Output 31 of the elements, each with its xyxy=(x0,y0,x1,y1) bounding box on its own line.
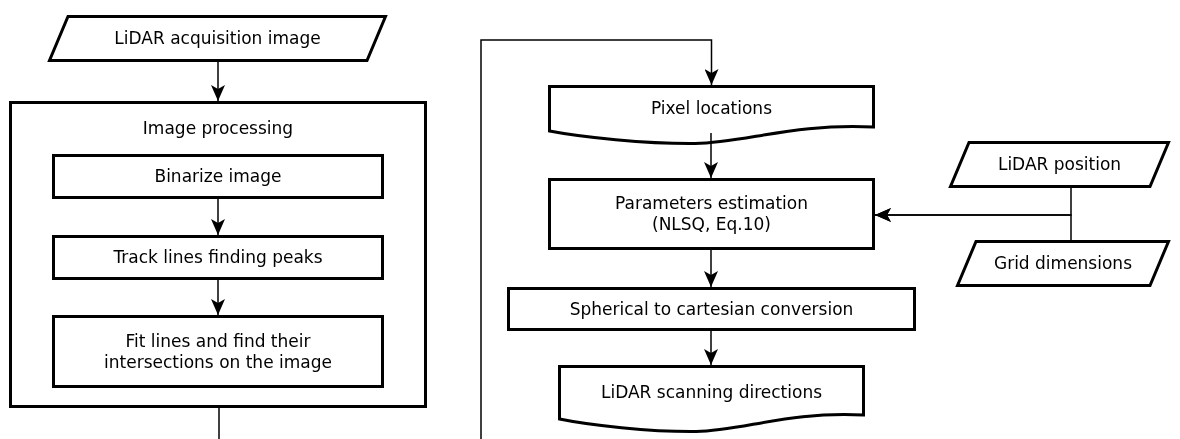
arrow xyxy=(480,39,719,439)
node-label: LiDAR acquisition image xyxy=(114,28,321,49)
document-shape xyxy=(548,85,875,145)
node-label: Spherical to cartesian conversion xyxy=(569,298,854,320)
connector-line xyxy=(218,407,220,439)
input-parallelogram xyxy=(949,141,1170,188)
arrow xyxy=(211,279,225,316)
node-label: Grid dimensions xyxy=(994,253,1132,274)
document-shape xyxy=(558,365,865,433)
arrow xyxy=(874,208,1072,241)
process-box xyxy=(52,235,384,280)
process-box xyxy=(52,154,384,199)
node-label: Pixel locations xyxy=(650,97,772,119)
input-parallelogram xyxy=(48,15,387,62)
node-label: Parameters estimation (NLSQ, Eq.10) xyxy=(614,193,809,235)
process-box xyxy=(548,178,875,250)
process-box xyxy=(507,287,916,331)
process-box xyxy=(52,315,384,388)
node-label: LiDAR position xyxy=(997,154,1122,175)
arrow xyxy=(211,198,225,236)
arrow xyxy=(704,330,718,366)
node-label: Track lines finding peaks xyxy=(113,247,323,268)
input-parallelogram xyxy=(956,240,1170,287)
arrow xyxy=(704,132,718,179)
group-box xyxy=(9,101,427,408)
arrow xyxy=(211,61,225,102)
node-label: Binarize image xyxy=(154,166,282,187)
node-label: LiDAR scanning directions xyxy=(600,381,823,403)
group-title: Image processing xyxy=(142,118,294,139)
node-label: Fit lines and find their intersections on the image xyxy=(103,330,333,373)
arrow xyxy=(704,249,718,288)
